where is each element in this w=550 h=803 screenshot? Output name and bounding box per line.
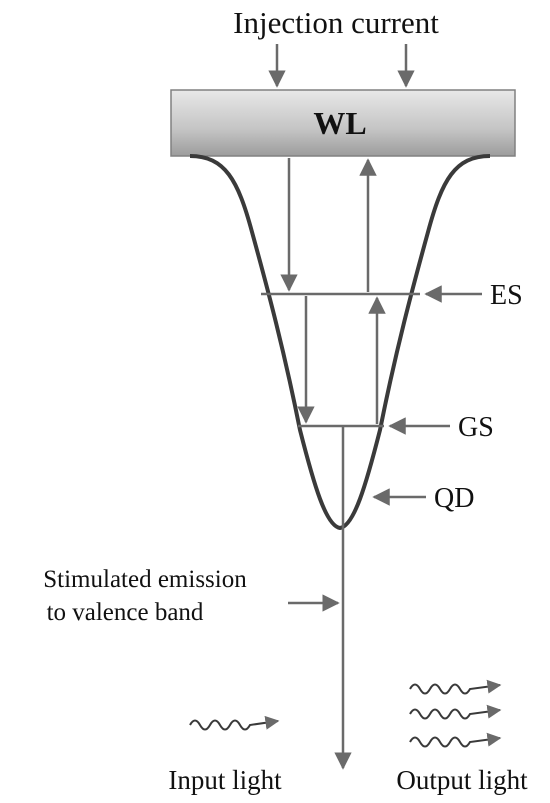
- input-light-wave-icon: [189, 715, 280, 731]
- output-light-wave-icon-1: [409, 679, 502, 695]
- wetting-layer-bar: [170, 89, 516, 157]
- excited-state-label: ES: [490, 280, 523, 311]
- ground-state-label: GS: [458, 412, 494, 443]
- output-light-wave-icon-3: [409, 732, 502, 748]
- wetting-layer-label: WL: [313, 105, 366, 141]
- stimulated-emission-label-line2: to valence band: [47, 599, 204, 626]
- output-light-label: Output light: [396, 765, 528, 795]
- input-light-label: Input light: [168, 765, 282, 795]
- quantum-dot-well: [189, 154, 491, 531]
- quantum-dot-label: QD: [434, 483, 474, 514]
- injection-current-label: Injection current: [233, 5, 439, 40]
- output-light-wave-icon-2: [409, 704, 502, 720]
- stimulated-emission-label-line1: Stimulated emission: [43, 566, 247, 593]
